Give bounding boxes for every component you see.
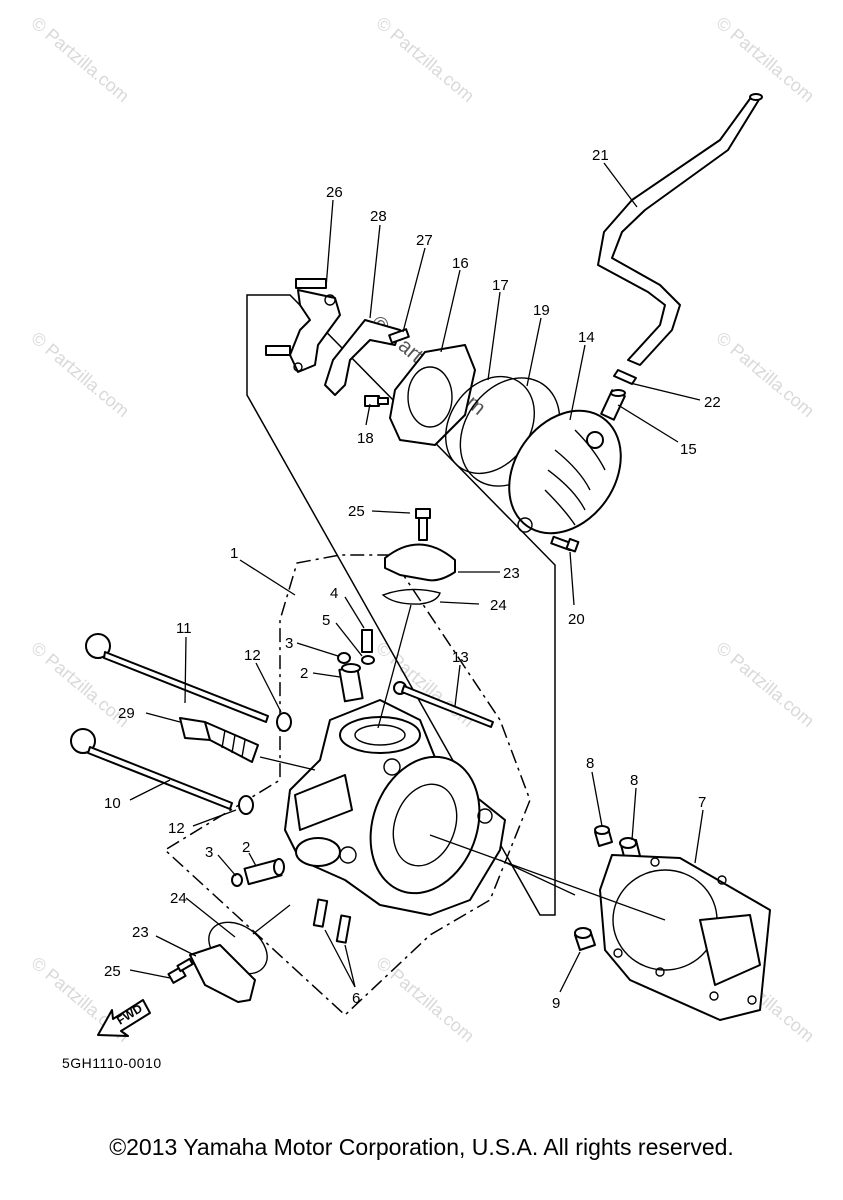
head-group-outline [163, 554, 531, 1017]
spark-plug [179, 717, 259, 763]
callout-15: 15 [680, 441, 697, 458]
watermark: © Partzilla.com [372, 953, 478, 1046]
cover-cap [189, 944, 256, 1003]
head-gasket [599, 854, 771, 1021]
callout-2: 2 [300, 665, 308, 682]
long-bolt [70, 728, 233, 810]
callout-4: 4 [330, 585, 338, 602]
callout-6: 6 [352, 990, 360, 1007]
watermark: © Partzilla.com [712, 638, 818, 731]
callout-28: 28 [370, 208, 387, 225]
callout-24: 24 [490, 597, 507, 614]
watermark: © Partzilla.com [27, 328, 133, 421]
cover-group-outline [246, 294, 556, 916]
dowel [594, 825, 613, 847]
callout-9: 8 [630, 772, 638, 789]
callout-21: 21 [592, 147, 609, 164]
stud [312, 898, 329, 928]
callout-12: 12 [244, 647, 261, 664]
bracket [265, 278, 341, 373]
bolt [364, 395, 389, 407]
long-bolt [85, 633, 269, 723]
bolt [361, 629, 373, 653]
breather-cover [508, 409, 622, 535]
dowel [231, 873, 243, 887]
bolt [550, 535, 580, 553]
bolt [388, 328, 410, 344]
callout-2: 2 [242, 839, 250, 856]
callout-16: 16 [452, 255, 469, 272]
watermark: © Partzilla.com [372, 13, 478, 106]
callout-12: 12 [168, 820, 185, 837]
stud [335, 914, 352, 944]
callout-3: 3 [285, 635, 293, 652]
callout-27: 27 [416, 232, 433, 249]
callout-13: 13 [452, 649, 469, 666]
cover-gasket [389, 344, 476, 446]
callout-8: 8 [586, 755, 594, 772]
callout-labels: 26 28 27 16 17 19 14 21 22 15 18 25 20 2… [104, 147, 721, 1012]
breather-fitting [600, 389, 626, 421]
copyright-notice: ©2013 Yamaha Motor Corporation, U.S.A. A… [109, 1134, 734, 1160]
callout-11: 11 [176, 620, 192, 637]
watermark: © Partzilla.com [712, 328, 818, 421]
callout-14: 14 [578, 329, 595, 346]
breather-plate [324, 319, 401, 396]
washer [361, 655, 375, 665]
callout-3: 3 [205, 844, 213, 861]
callout-17: 17 [492, 277, 509, 294]
watermark: © Partzilla.com [27, 13, 133, 106]
callout-5: 5 [322, 612, 330, 629]
callout-23: 23 [132, 924, 149, 941]
washer [238, 795, 254, 815]
dowel [574, 927, 596, 951]
breather-hose [597, 93, 763, 366]
callout-23: 23 [503, 565, 520, 582]
cylinder-head [284, 699, 506, 916]
bushing [243, 858, 285, 886]
bushing [338, 663, 364, 703]
callout-25: 25 [348, 503, 365, 520]
callout-20: 20 [568, 611, 585, 628]
callout-18: 18 [357, 430, 374, 447]
callout-1: 1 [230, 545, 238, 562]
bolt [393, 681, 494, 728]
callout-25: 25 [104, 963, 121, 980]
callout-24: 24 [170, 890, 187, 907]
hose-clip [613, 369, 637, 385]
callout-26: 26 [326, 184, 343, 201]
diagram-code: 5GH1110-0010 [62, 1055, 162, 1071]
callout-19: 19 [533, 302, 550, 319]
callout-10: 10 [104, 795, 121, 812]
callout-7: 7 [698, 794, 706, 811]
bolt [415, 508, 431, 541]
washer [276, 712, 292, 732]
callout-8: 9 [552, 995, 560, 1012]
gasket [381, 588, 441, 605]
cover-cap [384, 543, 456, 582]
bolt [167, 957, 194, 984]
callout-29: 29 [118, 705, 135, 722]
watermark: © Partzilla.com [712, 13, 818, 106]
leader-lines [129, 162, 704, 993]
callout-22: 22 [704, 394, 721, 411]
dowel [337, 652, 351, 664]
